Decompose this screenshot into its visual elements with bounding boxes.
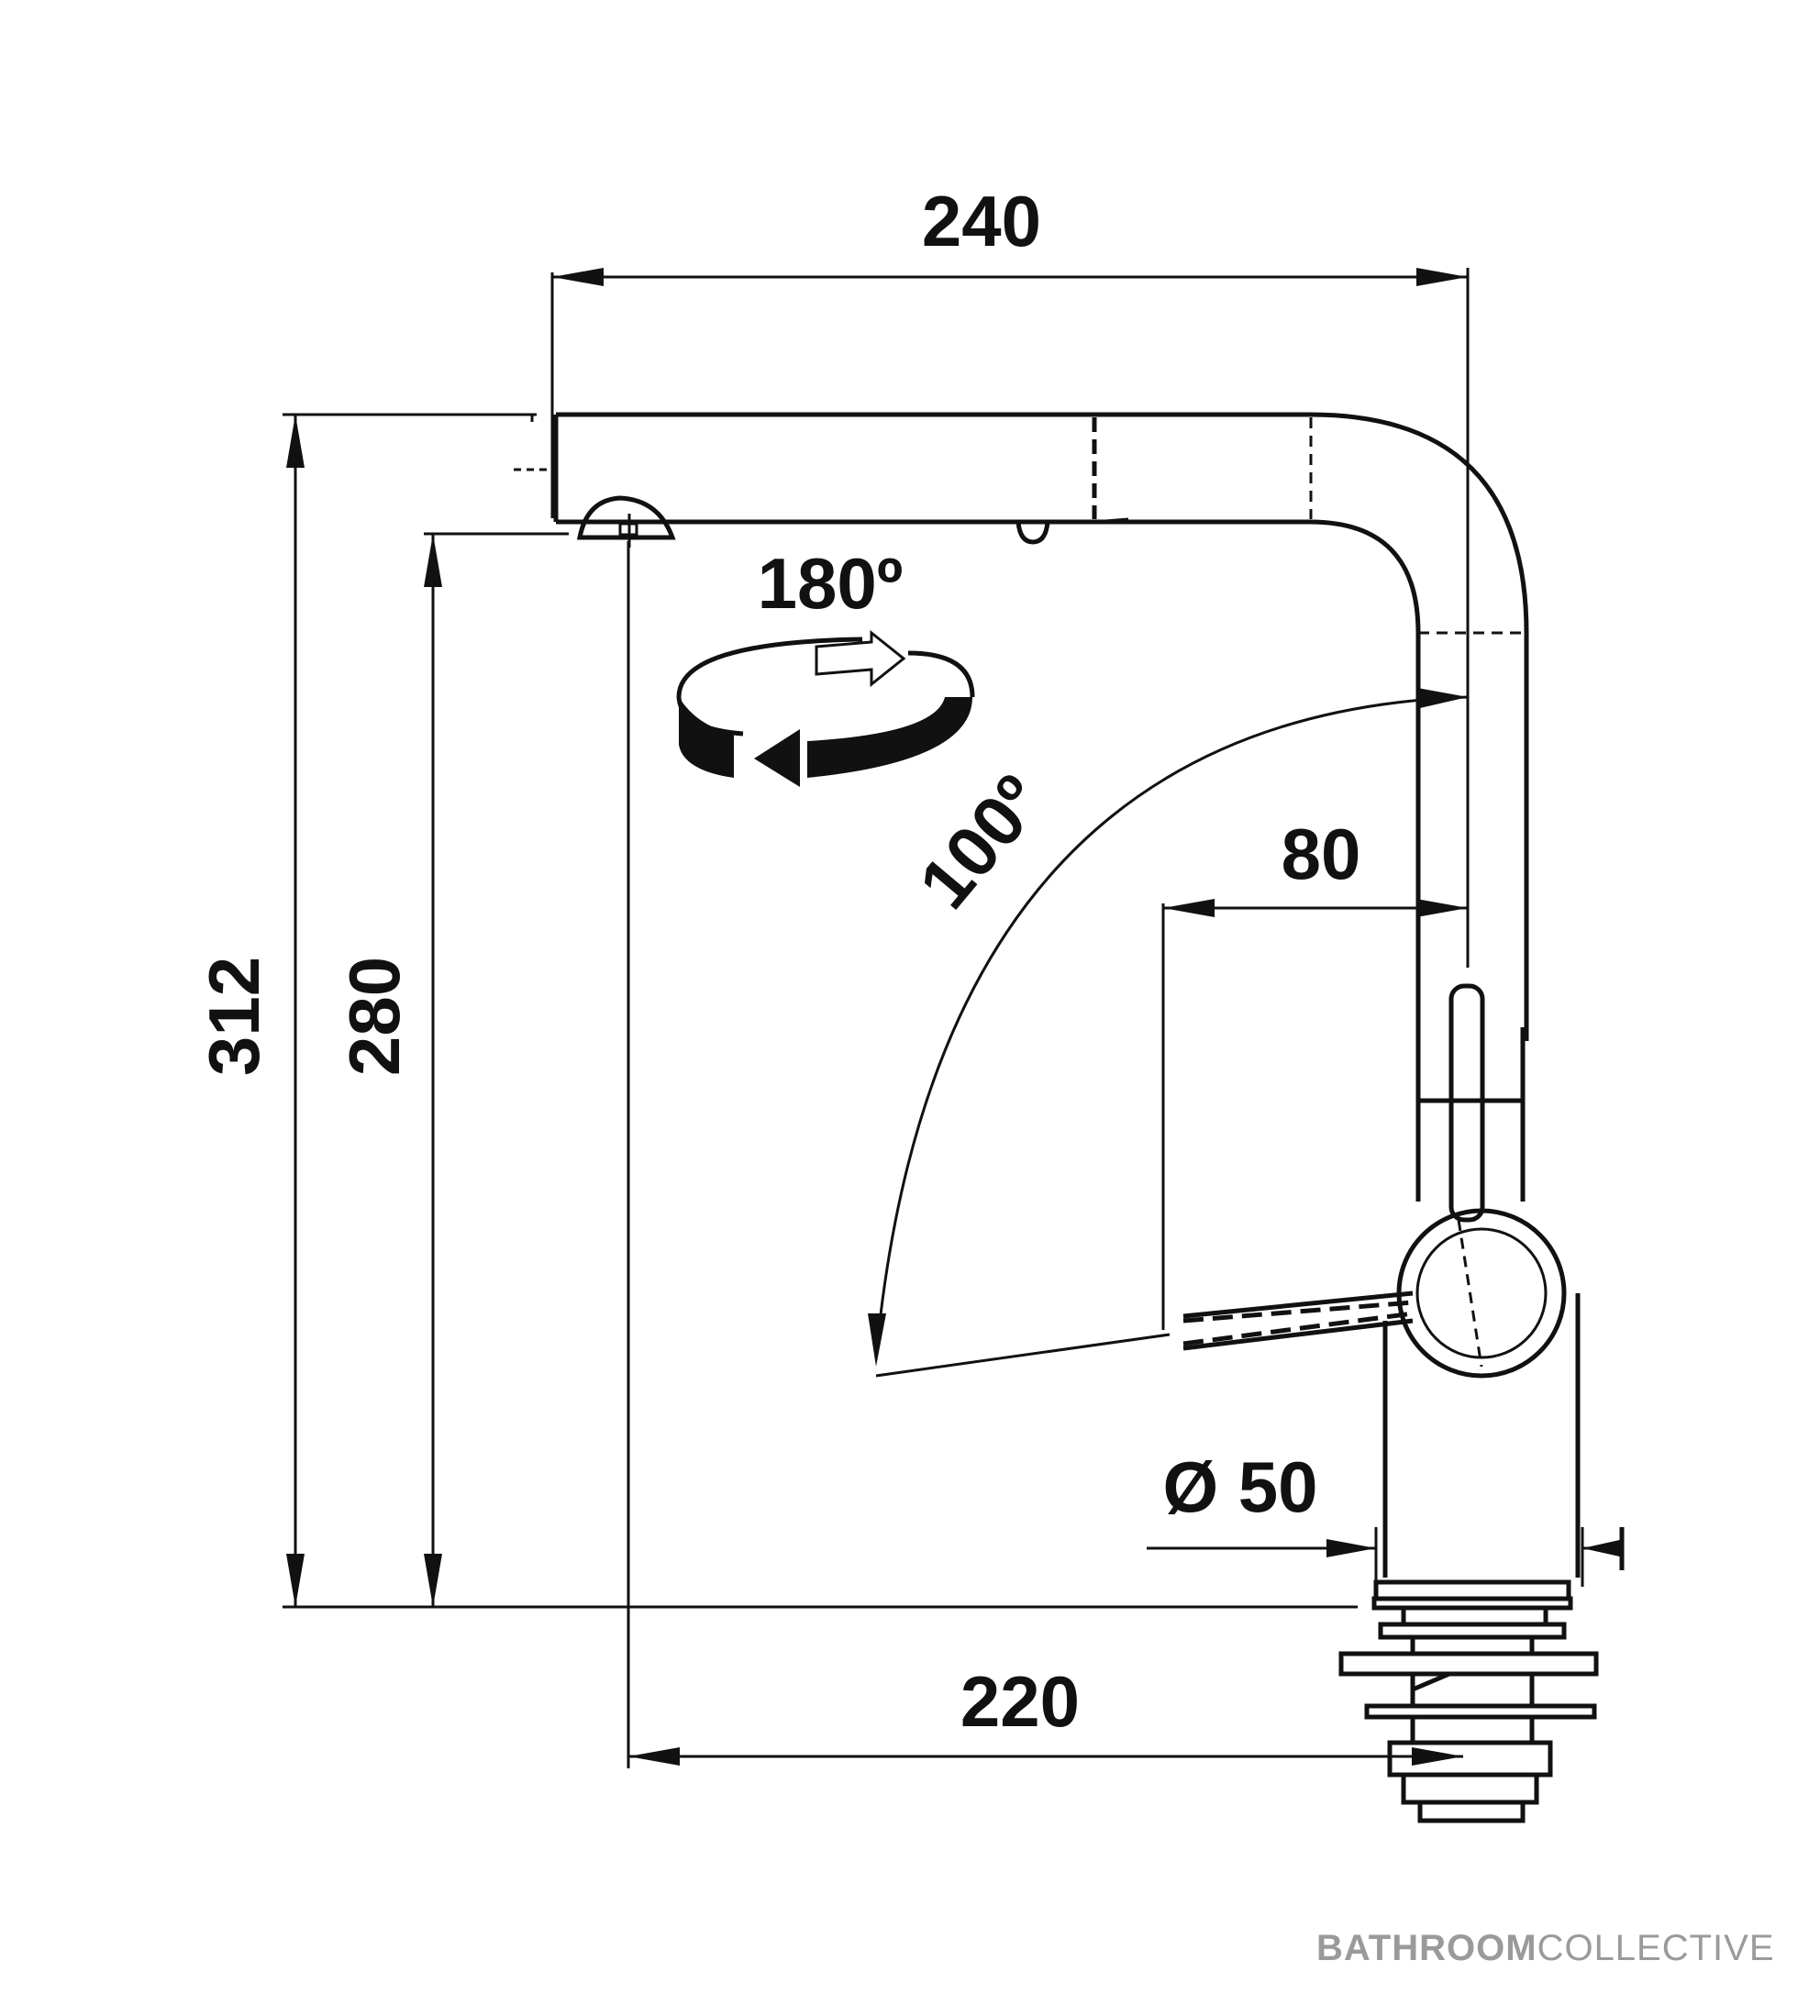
swivel-angle-label: 180º <box>758 543 904 624</box>
brand-bold: BATHROOM <box>1316 1928 1537 1968</box>
brand-light: COLLECTIVE <box>1537 1928 1775 1968</box>
dimension-220: 220 <box>627 541 1463 1768</box>
dimension-diameter: Ø 50 <box>1147 1446 1625 1587</box>
dimension-240: 240 <box>550 181 1470 968</box>
dimension-220-label: 220 <box>960 1661 1080 1742</box>
swivel-arrow-icon: 180º <box>676 543 975 787</box>
dimension-312-label: 312 <box>194 957 274 1076</box>
dimension-diameter-label: Ø 50 <box>1162 1446 1317 1527</box>
brand-logo: BATHROOMCOLLECTIVE <box>1316 1928 1775 1969</box>
mounting-base <box>1338 1579 1599 1823</box>
faucet-body <box>1182 983 1581 1578</box>
dimension-240-label: 240 <box>922 181 1041 261</box>
dimension-80-label: 80 <box>1282 814 1361 894</box>
dimension-280: 280 <box>334 532 569 1607</box>
dimension-280-label: 280 <box>334 957 415 1076</box>
lever-angle-label: 100º <box>904 760 1059 924</box>
dimension-80: 80 <box>1161 814 1468 1330</box>
lever-angle: 100º <box>868 688 1469 1378</box>
dimension-312: 312 <box>194 413 1358 1609</box>
spout <box>514 412 1529 1041</box>
